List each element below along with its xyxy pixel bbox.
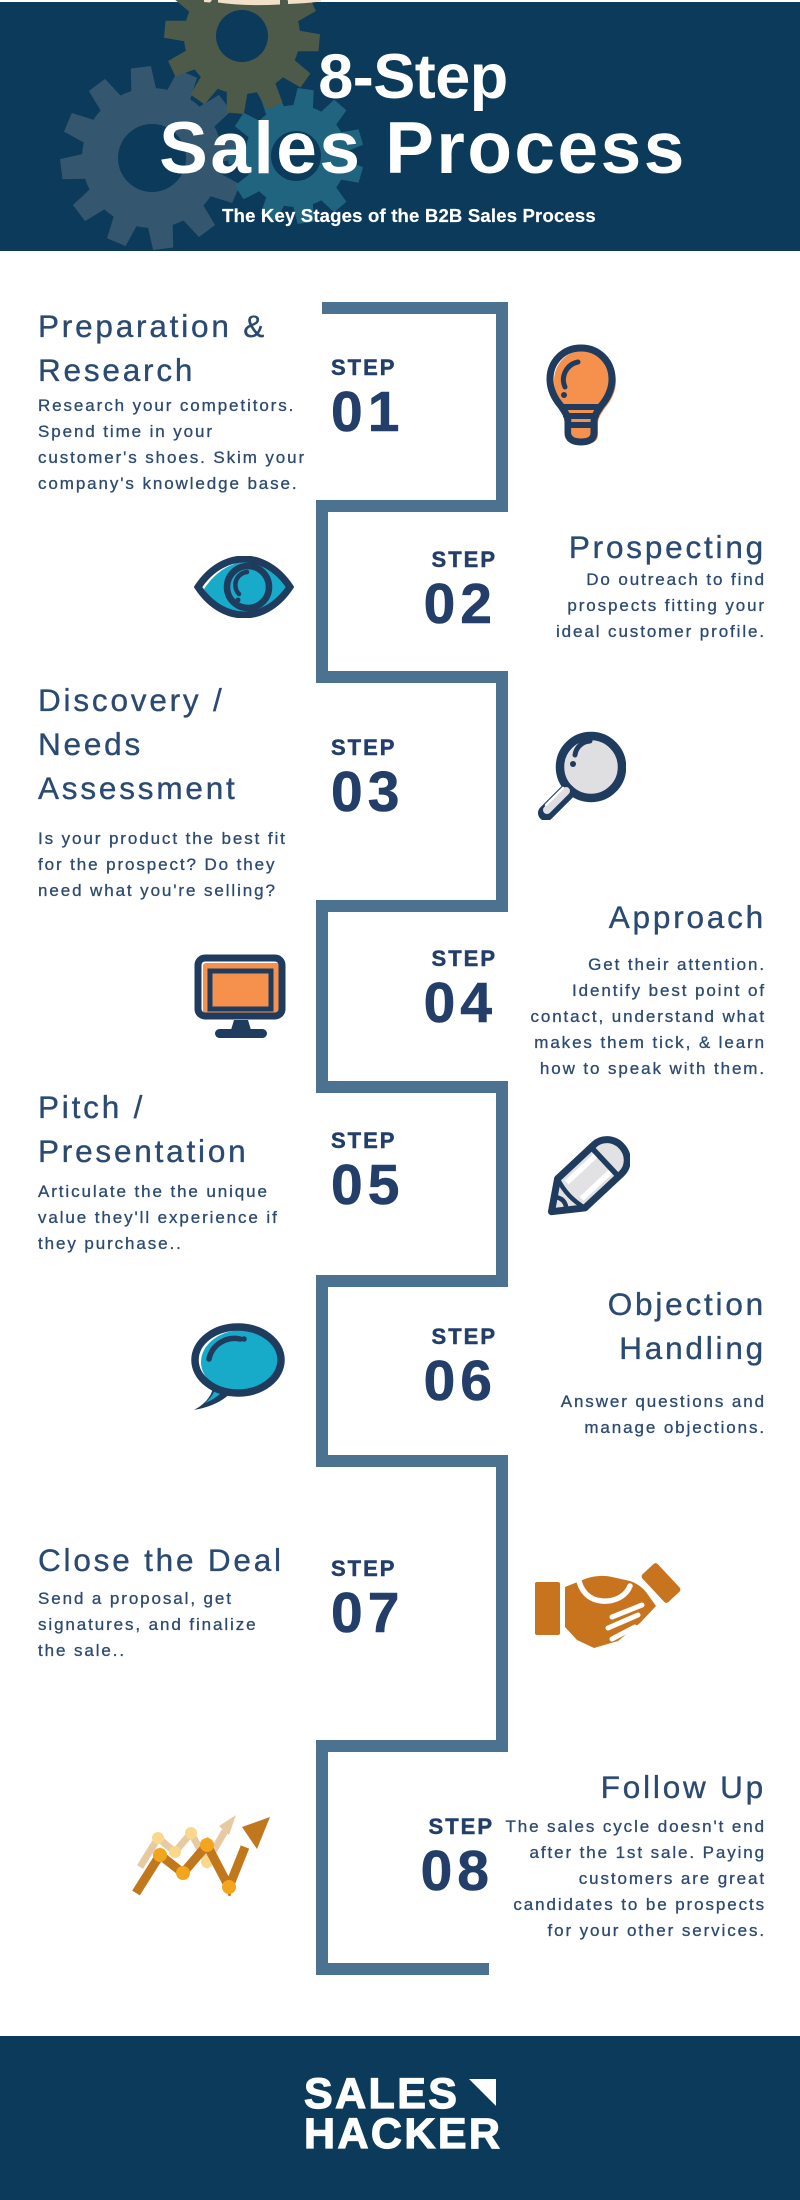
step-description: Articulate the the unique value they'll … [38,1182,279,1253]
step-number: 03 [331,760,405,824]
step-description: Get their attention. Identify best point… [530,955,766,1078]
step-title: Prospecting [568,529,766,565]
step-title: Approach [608,899,766,935]
chart-icon [132,1814,274,1901]
magnifier-icon [534,726,627,825]
header-title-line1: 8-Step [318,42,508,112]
footer-banner [0,2036,800,2200]
step-word: STEP [331,1556,397,1581]
step-number: 08 [420,1839,494,1903]
step-word: STEP [331,735,397,760]
handshake-icon [532,1560,682,1653]
step-label: STEP 06 [423,1324,497,1413]
step-label: STEP 03 [331,735,405,824]
header-title-line2: Sales Process [159,108,687,189]
lightbulb-icon [543,344,621,451]
step-title: Follow Up [600,1769,766,1805]
step-number: 01 [331,380,405,444]
step-label: STEP 04 [423,946,497,1035]
step-number: 02 [423,572,497,636]
step-number: 05 [331,1153,405,1217]
pencil-icon [546,1134,631,1229]
step-description: Do outreach to find prospects fitting yo… [556,570,766,641]
step-label: STEP 05 [331,1128,405,1217]
step-title: Pitch / Presentation [38,1089,249,1169]
step-number: 04 [423,971,497,1035]
step-description: Is your product the best fit for the pro… [38,829,287,900]
step-description: The sales cycle doesn't end after the 1s… [505,1817,766,1940]
step-title: Preparation & Research [38,308,268,388]
gear-decoration [60,0,364,250]
step-number: 07 [331,1581,405,1645]
logo-mark-icon [469,2079,496,2106]
logo-line-hacker: HACKER [303,2110,503,2158]
step-description: Send a proposal, get signatures, and fin… [38,1589,258,1660]
step-label: STEP 01 [331,355,405,444]
step-label: STEP 08 [420,1814,494,1903]
eye-icon [193,555,295,623]
logo-line-sales: SALES [303,2070,460,2118]
step-description: Research your competitors. Spend time in… [38,396,307,493]
step-title: Objection Handling [607,1286,766,1366]
step-word: STEP [331,1128,397,1153]
step-word: STEP [431,946,497,971]
step-number: 06 [423,1349,497,1413]
step-title: Discovery / Needs Assessment [38,682,238,806]
step-word: STEP [428,1814,494,1839]
step-title: Close the Deal [38,1542,284,1578]
monitor-icon [194,954,288,1047]
step-label: STEP 02 [423,547,497,636]
sales-hacker-logo: SALES HACKER [303,2070,503,2158]
step-word: STEP [331,355,397,380]
speech-bubble-icon [188,1322,286,1415]
header-banner [0,0,800,251]
header-subtitle: The Key Stages of the B2B Sales Process [222,205,596,226]
step-word: STEP [431,547,497,572]
step-description: Answer questions and manage objections. [560,1392,766,1437]
step-word: STEP [431,1324,497,1349]
step-label: STEP 07 [331,1556,405,1645]
